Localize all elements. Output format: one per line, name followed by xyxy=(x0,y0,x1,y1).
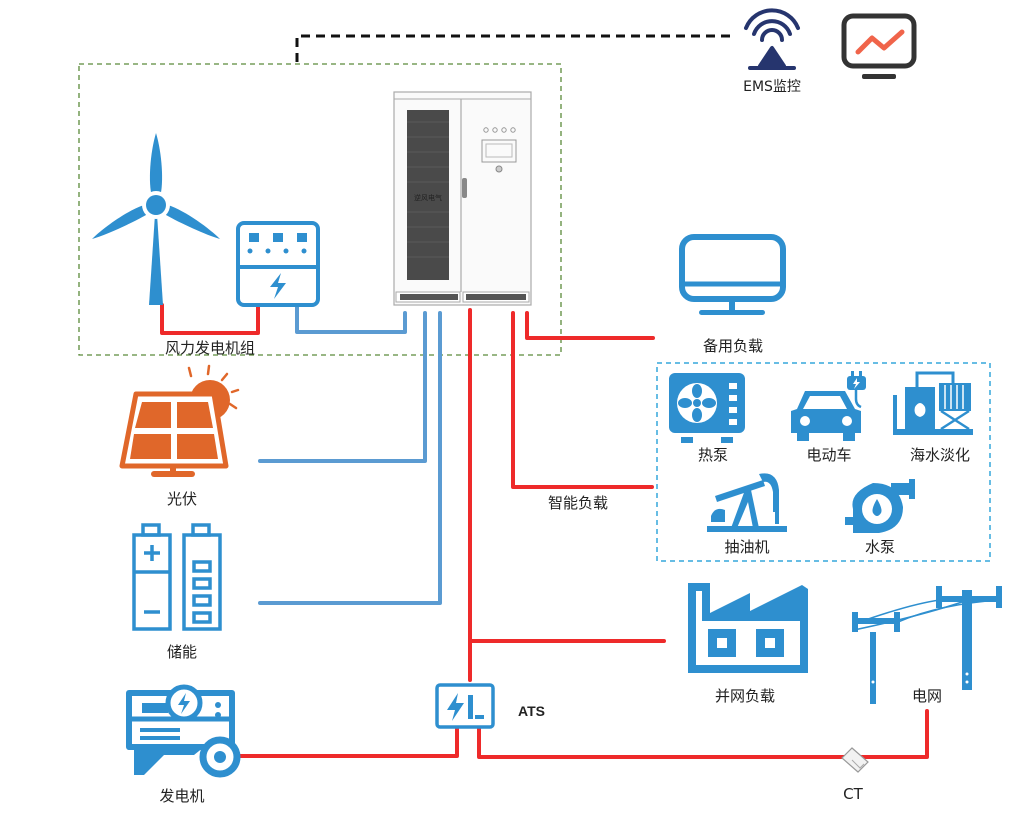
monitor-trend-icon xyxy=(841,13,917,79)
current-transformer-icon xyxy=(841,747,869,773)
smart-load-group-border xyxy=(656,362,991,562)
solar-panel-icon xyxy=(119,364,240,477)
pcs-cabinet-icon: 逆风电气 xyxy=(393,91,532,306)
monitor-icon xyxy=(679,234,786,315)
diesel-generator-icon xyxy=(126,684,241,778)
electric-car-icon xyxy=(791,371,866,441)
wind-turbine-icon xyxy=(92,133,220,305)
pv-label: 光伏 xyxy=(166,490,198,508)
ems-label: EMS监控 xyxy=(743,79,801,95)
backup-load-label: 备用负载 xyxy=(702,337,764,355)
backup-load-line xyxy=(525,311,655,340)
grid-load-label: 并网负载 xyxy=(714,687,776,705)
oil-pump-label: 抽油机 xyxy=(724,538,770,556)
ats-label: ATS xyxy=(518,703,545,719)
desalination-label: 海水淡化 xyxy=(909,446,971,464)
ems-comm-line xyxy=(295,34,735,62)
heat-pump-icon xyxy=(669,373,745,443)
ct-label: CT xyxy=(843,785,863,803)
ats-grid-line xyxy=(477,709,929,759)
battery-icon xyxy=(132,523,222,631)
smart-load-line xyxy=(511,311,654,489)
water-pump-icon xyxy=(845,479,915,533)
ats-switch-icon xyxy=(435,683,495,729)
pumpjack-icon xyxy=(707,473,787,532)
storage-label: 储能 xyxy=(166,643,198,661)
grid-label: 电网 xyxy=(911,687,943,705)
heat-pump-label: 热泵 xyxy=(697,446,729,464)
water-pump-label: 水泵 xyxy=(864,538,896,556)
factory-icon xyxy=(688,583,808,673)
electric-car-label: 电动车 xyxy=(806,446,852,464)
cabinet-nameplate: 逆风电气 xyxy=(414,193,442,202)
generator-ats-line xyxy=(236,726,459,758)
wind-turbine-label: 风力发电机组 xyxy=(164,339,256,357)
wind-dc-line xyxy=(295,305,407,334)
desalination-icon xyxy=(893,371,973,435)
wind-ac-line xyxy=(160,303,260,335)
converter-box-icon xyxy=(236,221,320,307)
pv-dc-line xyxy=(258,311,427,463)
generator-label: 发电机 xyxy=(159,787,205,805)
antenna-icon xyxy=(744,8,800,70)
power-pole-icon xyxy=(852,586,1002,704)
smart-load-label: 智能负载 xyxy=(547,494,609,512)
storage-dc-line xyxy=(258,311,442,605)
